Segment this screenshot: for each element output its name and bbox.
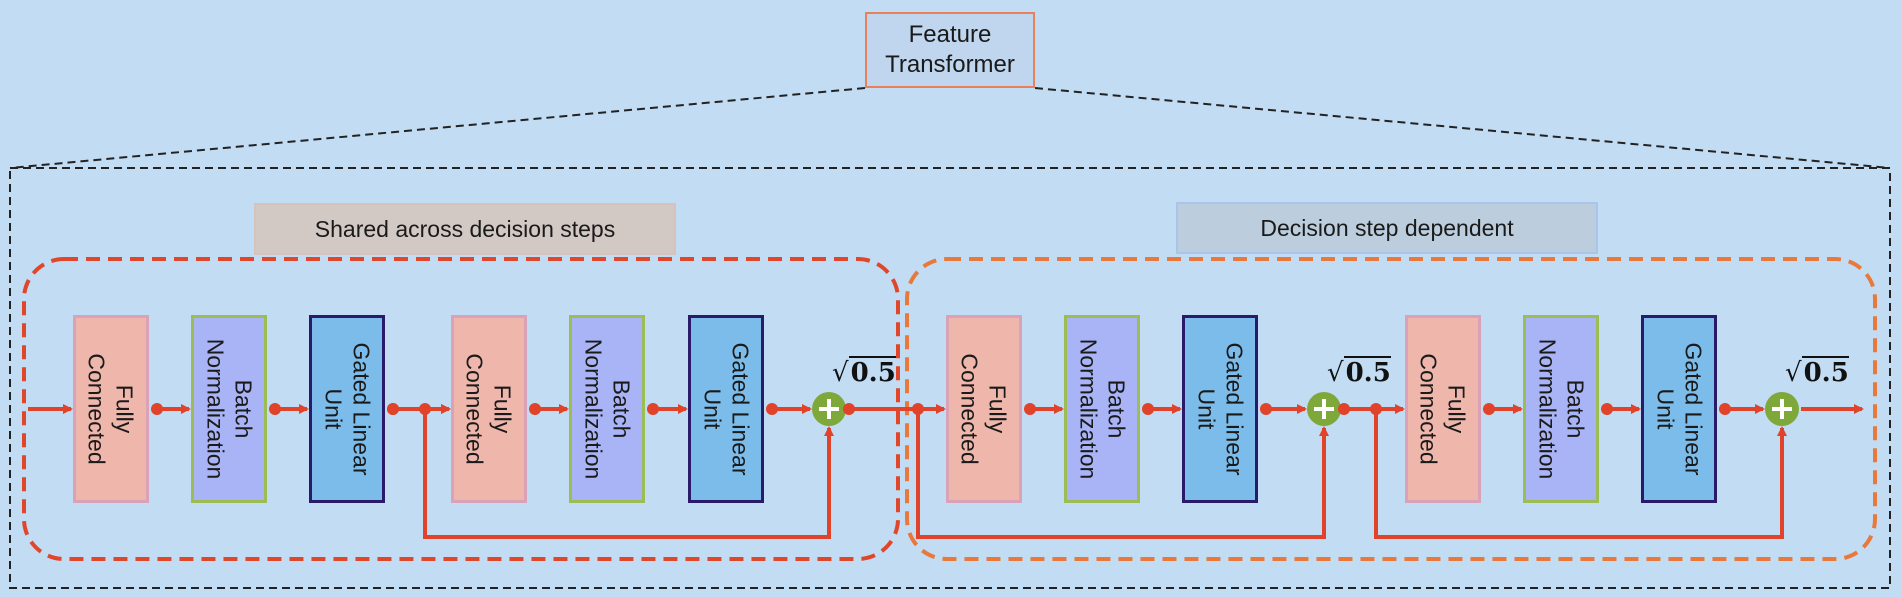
gated-linear-unit-block: Gated Linear Unit [688,315,764,503]
shared-group-frame [22,257,900,561]
feature-transformer-title: Feature Transformer [865,12,1035,88]
sqrt-value: 0.5 [1343,356,1391,388]
batch-normalization-block: Batch Normalization [569,315,645,503]
block-label: Gated Linear Unit [699,342,754,476]
connection-wires [28,392,1864,539]
sqrt-scale-label: √0.5 [832,356,896,388]
skip-connection-3 [1374,409,1787,539]
block-label: Batch Normalization [1075,338,1130,480]
dependent-group-label: Decision step dependent [1176,202,1598,254]
block-label: Fully Connected [1416,353,1470,465]
skip-connection-2 [916,409,1329,539]
block-label: Fully Connected [84,353,138,465]
block-label: Gated Linear Unit [1652,342,1707,476]
block-label: Batch Normalization [1534,338,1589,480]
block-label: Gated Linear Unit [1193,342,1248,476]
plus-icon [1772,399,1792,419]
block-label: Fully Connected [462,353,516,465]
sqrt-scale-label: √0.5 [1785,356,1849,388]
block-label: Fully Connected [957,353,1011,465]
batch-normalization-block: Batch Normalization [191,315,267,503]
zoom-line-left [9,87,866,169]
gated-linear-unit-block: Gated Linear Unit [1641,315,1717,503]
plus-icon [819,399,839,419]
fully-connected-block: Fully Connected [73,315,149,503]
shared-group-label: Shared across decision steps [254,203,676,255]
block-label: Batch Normalization [580,338,635,480]
sqrt-value: 0.5 [1801,356,1849,388]
batch-normalization-block: Batch Normalization [1523,315,1599,503]
fully-connected-block: Fully Connected [946,315,1022,503]
fully-connected-block: Fully Connected [1405,315,1481,503]
batch-normalization-block: Batch Normalization [1064,315,1140,503]
zoom-line-right [1034,87,1891,169]
plus-icon [1314,399,1334,419]
title-line-1: Feature [908,21,992,48]
skip-connection-1 [423,409,834,539]
gated-linear-unit-block: Gated Linear Unit [1182,315,1258,503]
fully-connected-block: Fully Connected [451,315,527,503]
sqrt-value: 0.5 [848,356,896,388]
outer-dashed-frame [9,167,1891,589]
gated-linear-unit-block: Gated Linear Unit [309,315,385,503]
sqrt-scale-label: √0.5 [1327,356,1391,388]
title-line-2: Transformer [885,51,1015,78]
block-label: Gated Linear Unit [320,342,375,476]
block-label: Batch Normalization [202,338,257,480]
